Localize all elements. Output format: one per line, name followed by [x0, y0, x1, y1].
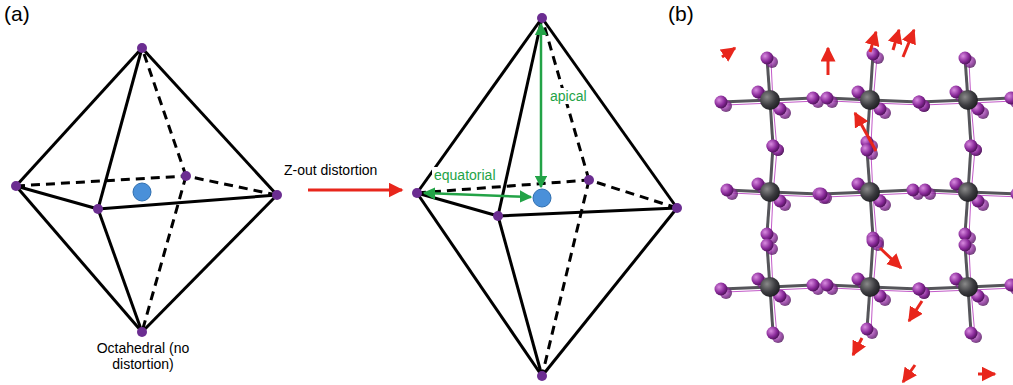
iodide-atom — [913, 96, 926, 109]
lead-atoms — [760, 90, 978, 297]
iodide-atom — [715, 283, 728, 296]
equatorial-arrow — [424, 193, 531, 197]
iodide-atom — [807, 92, 820, 105]
caption-label: Octahedral (no distortion) — [87, 340, 199, 372]
iodide-atom — [761, 52, 774, 65]
iodide-atom — [861, 323, 874, 336]
iodide-atom — [965, 140, 978, 153]
iodide-atom — [965, 140, 978, 153]
iodide-atom — [821, 92, 834, 105]
panel-label: (b) — [668, 2, 694, 26]
distortion-arrow — [308, 189, 402, 192]
dimension-label: equatorial — [432, 167, 498, 183]
iodide-atom — [867, 48, 880, 61]
displacement-arrow — [903, 30, 914, 57]
iodide-atom — [959, 52, 972, 65]
displacement-arrows — [722, 30, 995, 382]
center-atom — [533, 189, 551, 207]
iodide-atom — [721, 184, 734, 197]
iodide-atom — [1005, 92, 1013, 105]
displacement-arrow — [880, 248, 901, 268]
lead-atom — [958, 277, 978, 297]
iodide-atom — [919, 184, 932, 197]
displacement-arrow — [870, 32, 876, 52]
lead-atom — [860, 90, 880, 110]
lead-atom — [760, 182, 780, 202]
dimension-label: apical — [548, 88, 589, 104]
lead-atom — [860, 277, 880, 297]
displacement-arrow — [722, 48, 735, 57]
iodide-atom — [913, 96, 926, 109]
bonds — [721, 54, 1013, 336]
iodide-atom — [715, 96, 728, 109]
iodide-atom — [767, 327, 780, 340]
iodide-atom — [913, 283, 926, 296]
regular-octahedron — [16, 48, 277, 332]
displacement-arrow — [893, 30, 899, 50]
iodide-atom — [907, 184, 920, 197]
panel-label: (a) — [4, 2, 30, 26]
iodide-atom — [1011, 188, 1013, 201]
atoms — [11, 43, 282, 337]
iodide-atom — [821, 279, 834, 292]
iodide-atom — [807, 279, 820, 292]
displacement-arrow — [978, 373, 995, 376]
displacement-arrow — [827, 48, 830, 75]
iodide-atom — [767, 140, 780, 153]
displacement-arrow — [855, 113, 876, 151]
iodide-atom — [965, 327, 978, 340]
iodide-atom — [959, 239, 972, 252]
apical-arrow — [540, 24, 543, 187]
iodide-atom — [767, 140, 780, 153]
atoms — [412, 13, 682, 381]
lead-atom — [760, 90, 780, 110]
iodide-atom — [913, 283, 926, 296]
lead-atom — [958, 90, 978, 110]
lead-atom — [958, 182, 978, 202]
iodide-atoms — [715, 48, 1013, 344]
distorted-octahedron — [417, 18, 677, 376]
iodide-atom — [815, 188, 828, 201]
displacement-arrow — [903, 365, 915, 382]
arrow-label: Z-out distortion — [282, 162, 379, 178]
lead-atom — [760, 277, 780, 297]
iodide-atom — [1005, 279, 1013, 292]
center-atom — [133, 183, 151, 201]
displacement-arrow — [853, 338, 862, 355]
iodide-atom — [761, 239, 774, 252]
iodide-atom — [867, 235, 880, 248]
displacement-arrow — [909, 301, 922, 321]
lead-atom — [860, 182, 880, 202]
